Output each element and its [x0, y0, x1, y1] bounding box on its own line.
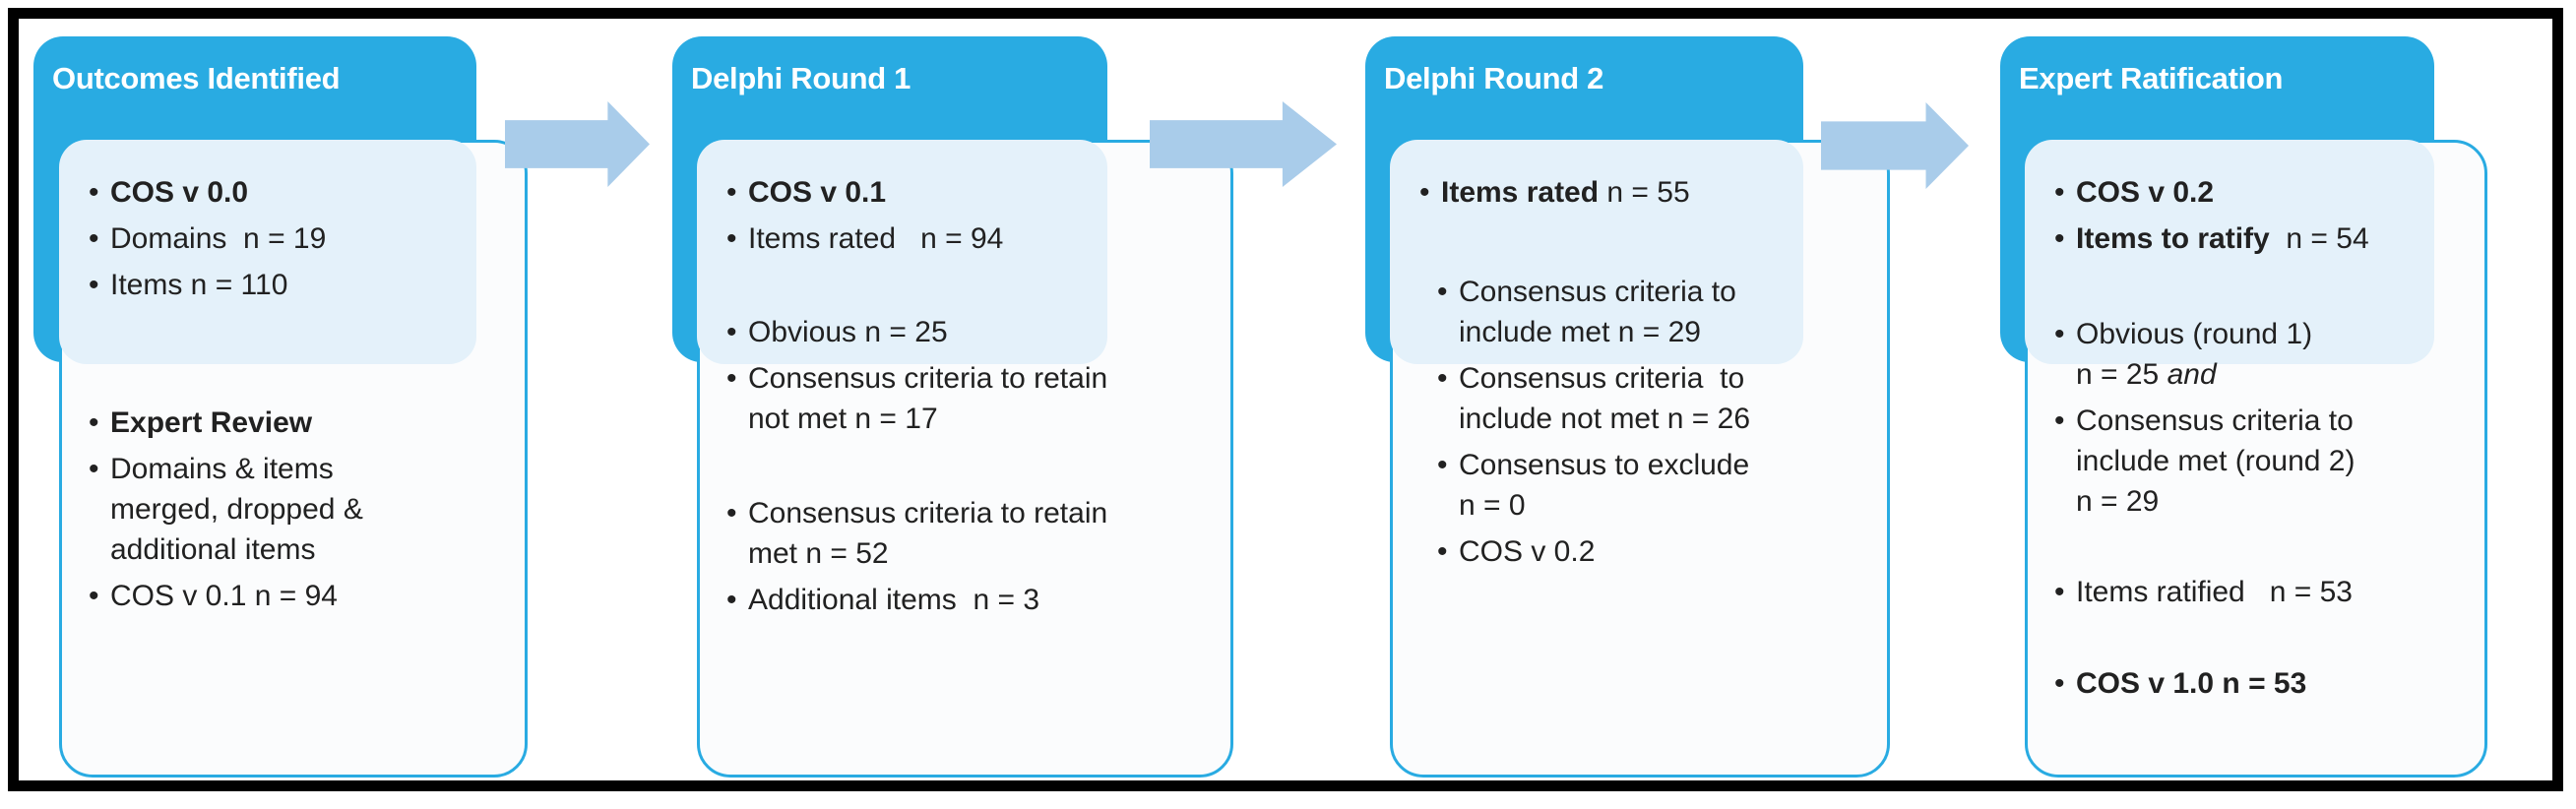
bullet-dot-icon: • [2054, 318, 2065, 350]
bullet-dot-icon: • [89, 406, 99, 439]
bullet-dot-icon: • [89, 269, 99, 301]
bullet-dot-icon: • [1437, 276, 1448, 308]
bullet-text: Items ratified n = 53 [2076, 576, 2353, 608]
bullet-item: • COS v 0.1 n = 94 [89, 576, 520, 616]
bullet-dot-icon: • [2054, 176, 2065, 209]
bullet-dot-icon: • [726, 176, 737, 209]
bullet-text: Items to ratify n = 54 [2076, 222, 2369, 255]
bullet-dot-icon: • [726, 362, 737, 395]
bullet-dot-icon: • [1437, 535, 1448, 568]
stage-tint-panel [2025, 140, 2434, 364]
stage-tint-panel [697, 140, 1107, 364]
bullet-dot-icon: • [1437, 362, 1448, 395]
bullet-list: • COS v 0.1 • Items rated n = 94 • Obvious n … [697, 140, 1233, 620]
bullet-text: Items rated n = 94 [748, 222, 1004, 255]
bullet-list: • Items rated n = 55 • Consensus criteria t… [1390, 140, 1890, 572]
bullet-text: Obvious (round 1)n = 25 and [2076, 318, 2313, 391]
bullet-list: •COS v 0.0•Domains n = 19•Items n = 110•… [59, 140, 528, 616]
bullet-dot-icon: • [89, 453, 99, 485]
stage-tint-panel [59, 140, 476, 364]
bullet-item: • Domains n = 19 [89, 218, 520, 259]
bullet-item: • Expert Review [89, 403, 520, 443]
bullet-dot-icon: • [726, 584, 737, 616]
bullet-item: • Items ratified n = 53 [2054, 572, 2480, 612]
stage-title: Outcomes Identified [52, 61, 341, 95]
bullet-dot-icon: • [2054, 667, 2065, 700]
bullet-dot-icon: • [726, 316, 737, 348]
bullet-text: Domains n = 19 [110, 222, 327, 255]
bullet-item: • Obvious n = 25 [726, 312, 1225, 352]
bullet-dot-icon: • [2054, 404, 2065, 437]
stage-title: Delphi Round 1 [691, 61, 911, 95]
bullet-dot-icon: • [2054, 576, 2065, 608]
bullet-item: • COS v 0.2 [2054, 172, 2480, 213]
bullet-dot-icon: • [1419, 176, 1430, 209]
bullet-text: COS v 0.2 [2076, 176, 2215, 209]
bullet-item: • Items to ratify n = 54 [2054, 218, 2480, 259]
bullet-text: Obvious n = 25 [748, 316, 948, 348]
bullet-text: COS v 0.2 [1459, 535, 1596, 568]
stage-tint-panel [1390, 140, 1803, 364]
bullet-dot-icon: • [89, 580, 99, 612]
bullet-item: • Items rated n = 55 [1419, 172, 1882, 213]
bullet-item: • COS v 0.1 [726, 172, 1225, 213]
bullet-item: • COS v 0.0 [89, 172, 520, 213]
bullet-dot-icon: • [726, 497, 737, 529]
bullet-text: COS v 0.0 [110, 176, 249, 209]
bullet-text: Items n = 110 [110, 269, 288, 301]
bullet-text: Expert Review [110, 406, 313, 439]
bullet-item: • Items rated n = 94 [726, 218, 1225, 259]
bullet-item: • COS v 0.2 [1437, 531, 1882, 572]
bullet-text: COS v 1.0 n = 53 [2076, 667, 2307, 700]
bullet-text: Additional items n = 3 [748, 584, 1040, 616]
bullet-item: • Obvious (round 1)n = 25 and [2054, 314, 2480, 395]
bullet-item: • COS v 1.0 n = 53 [2054, 663, 2480, 704]
bullet-dot-icon: • [89, 176, 99, 209]
bullet-text: Items rated n = 55 [1441, 176, 1690, 209]
bullet-item: • Items n = 110 [89, 265, 520, 305]
stage-title: Expert Ratification [2019, 61, 2284, 95]
bullet-text: COS v 0.1 n = 94 [110, 580, 338, 612]
stage-title: Delphi Round 2 [1384, 61, 1604, 95]
bullet-dot-icon: • [1437, 449, 1448, 481]
bullet-dot-icon: • [2054, 222, 2065, 255]
bullet-item: • Additional items n = 3 [726, 580, 1225, 620]
bullet-text: COS v 0.1 [748, 176, 887, 209]
bullet-dot-icon: • [726, 222, 737, 255]
bullet-list: • COS v 0.2 • Items to ratify n = 54 • Obviou… [2025, 140, 2487, 704]
bullet-dot-icon: • [89, 222, 99, 255]
